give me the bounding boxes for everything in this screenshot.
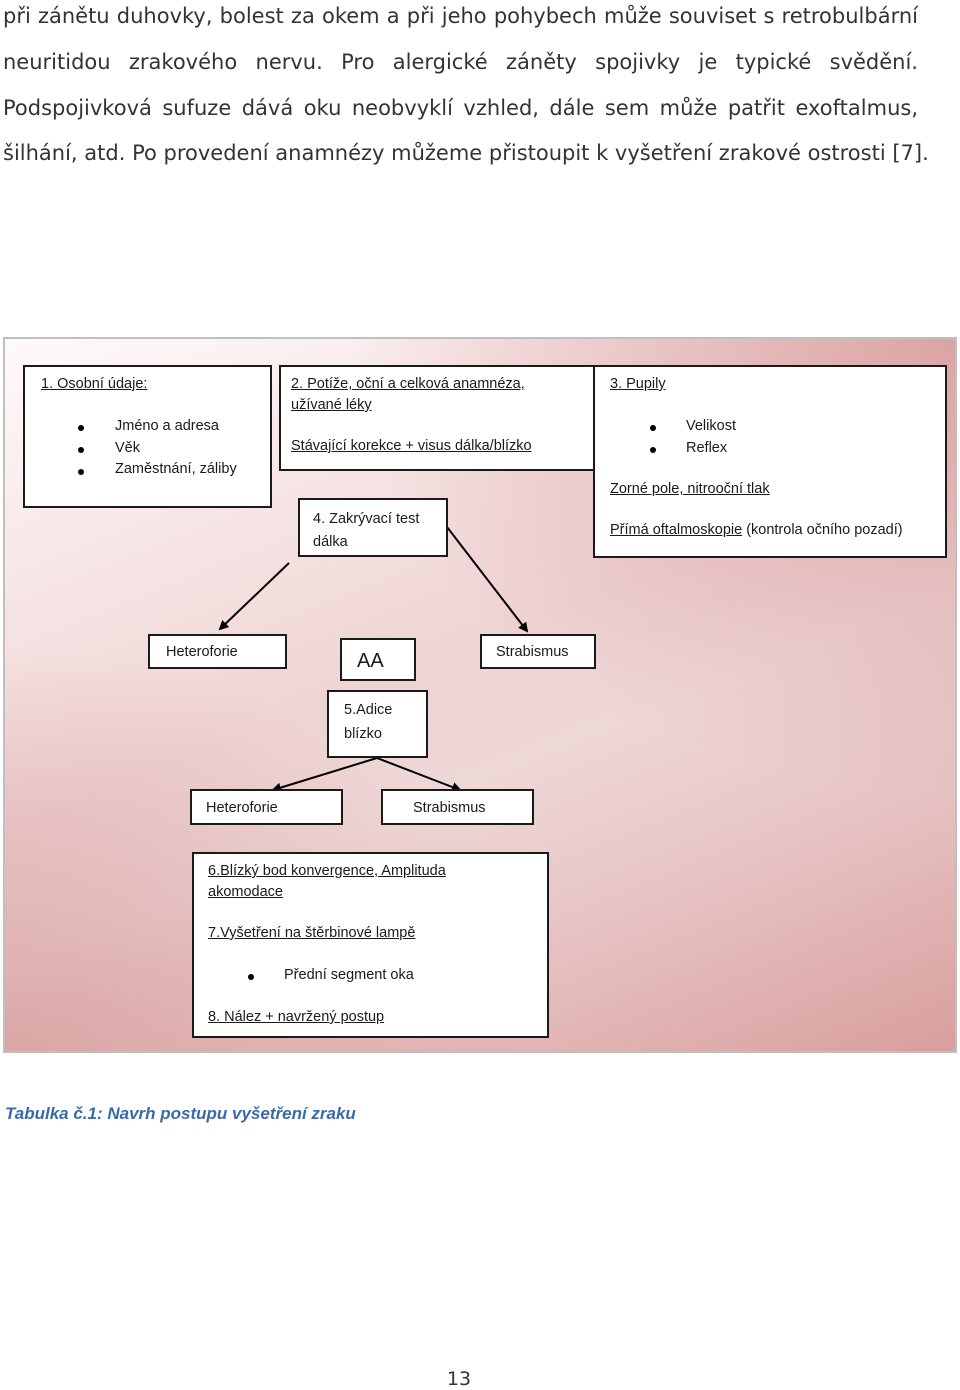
box-heteroforie-top: Heteroforie: [148, 634, 287, 669]
bullet-icon: [78, 469, 84, 475]
box-line: blízko: [344, 726, 382, 742]
box-label: Strabismus: [413, 800, 486, 816]
box-addition: 5.Adice blízko: [327, 690, 428, 758]
box-line: 4. Zakrývací test: [313, 511, 420, 527]
box-title: 2. Potíže, oční a celková anamnéza,: [291, 376, 525, 392]
paragraph-line: šilhání, atd. Po provedení anamnézy může…: [3, 141, 929, 166]
list-item: Reflex: [686, 440, 728, 456]
box-anamnesis: 2. Potíže, oční a celková anamnéza, užív…: [279, 365, 597, 471]
box-title: 1. Osobní údaje:: [41, 376, 148, 392]
box-aa: AA: [340, 638, 416, 681]
ophthalmoscopy-label: Přímá oftalmoskopie: [610, 522, 743, 538]
box-line: Zorné pole, nitrooční tlak: [610, 481, 770, 497]
bullet-icon: [650, 447, 656, 453]
list-item: Jméno a adresa: [115, 418, 219, 434]
bullet-icon: [78, 425, 84, 431]
box-line: akomodace: [208, 884, 283, 900]
body-paragraph: při zánětu duhovky, bolest za okem a při…: [3, 0, 929, 177]
list-item: Zaměstnání, záliby: [115, 461, 237, 477]
flowchart-connectors: [218, 526, 529, 793]
box-label: Heteroforie: [166, 644, 238, 660]
box-line: 7.Vyšetření na štěrbinové lampě: [208, 925, 416, 941]
page-number: 13: [446, 1368, 472, 1390]
arrow-to-strabismus-top: [446, 526, 529, 633]
box-label: Heteroforie: [206, 800, 278, 816]
box-line: 6.Blízký bod konvergence, Amplituda: [208, 863, 446, 879]
box-personal-data: 1. Osobní údaje: Jméno a adresa Věk Zamě…: [23, 365, 272, 508]
box-line: 8. Nález + navržený postup: [208, 1009, 385, 1025]
list-item: Velikost: [686, 418, 736, 434]
ophthalmoscopy-note: (kontrola očního pozadí): [742, 522, 903, 538]
box-subtitle: Stávající korekce + visus dálka/blízko: [291, 438, 532, 454]
bullet-icon: [78, 447, 84, 453]
box-line: Přímá oftalmoskopie (kontrola očního poz…: [610, 522, 903, 538]
box-strabismus-top: Strabismus: [480, 634, 596, 669]
bullet-icon: [650, 425, 656, 431]
box-pupils: 3. Pupily Velikost Reflex Zorné pole, ni…: [593, 365, 947, 558]
paragraph-line: neuritidou zrakového nervu. Pro alergick…: [3, 49, 918, 74]
box-near-exam: 6.Blízký bod konvergence, Amplituda akom…: [192, 852, 549, 1038]
bullet-icon: [248, 974, 254, 980]
box-label: AA: [357, 650, 384, 672]
box-strabismus-bottom: Strabismus: [381, 789, 534, 825]
figure-caption: Tabulka č.1: Navrh postupu vyšetření zra…: [5, 1104, 356, 1123]
box-label: Strabismus: [496, 644, 569, 660]
arrow-to-strabismus-bottom: [376, 757, 462, 792]
list-item: Přední segment oka: [284, 967, 414, 983]
list-item: Věk: [115, 440, 140, 456]
arrow-to-heteroforie-bottom: [271, 757, 378, 793]
arrow-to-heteroforie-top: [218, 562, 290, 631]
paragraph-line: Podspojivková sufuze dává oku neobvyklí …: [3, 95, 918, 120]
box-line: dálka: [313, 534, 348, 550]
box-cover-test: 4. Zakrývací test dálka: [298, 498, 448, 557]
examination-flowchart: 1. Osobní údaje: Jméno a adresa Věk Zamě…: [3, 337, 957, 1053]
box-line: 5.Adice: [344, 702, 393, 718]
box-title: 3. Pupily: [610, 376, 666, 392]
box-heteroforie-bottom: Heteroforie: [190, 789, 343, 825]
paragraph-line: při zánětu duhovky, bolest za okem a při…: [3, 4, 918, 28]
box-title: užívané léky: [291, 397, 372, 413]
